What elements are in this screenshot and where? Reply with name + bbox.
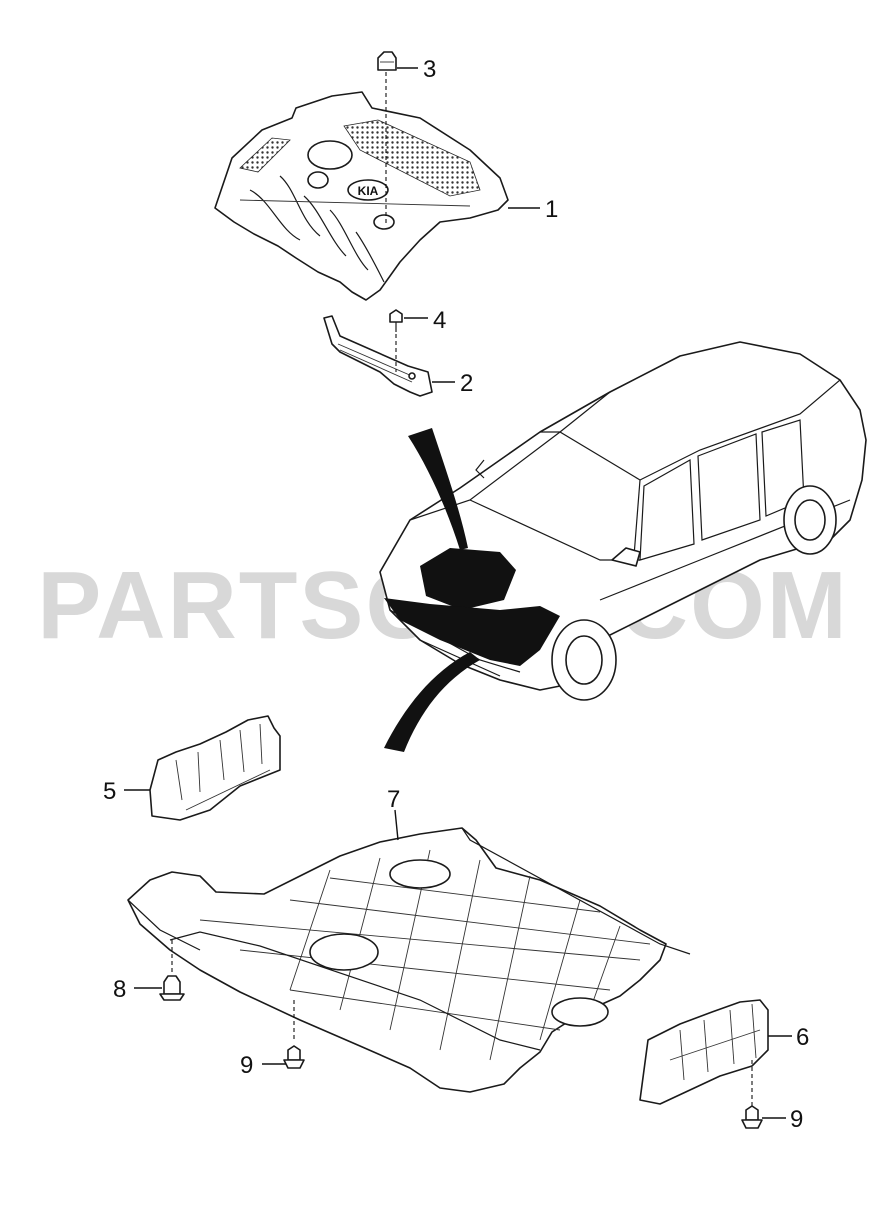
callout-1: 1 [545, 196, 558, 223]
callout-6: 6 [796, 1024, 809, 1051]
emblem-text: KIA [358, 184, 379, 198]
splash-shield-part-6[interactable] [639, 999, 792, 1108]
callout-2: 2 [460, 370, 473, 397]
callout-8: 8 [113, 976, 126, 1003]
splash-shield-part-5[interactable] [124, 715, 281, 821]
callout-5: 5 [103, 778, 116, 805]
callout-4: 4 [433, 307, 446, 334]
kia-emblem-icon [347, 179, 389, 201]
callout-9a: 9 [240, 1052, 253, 1079]
bolt-part-9b[interactable] [741, 1105, 786, 1129]
bolt-part-4[interactable] [389, 309, 428, 372]
bracket-part-2[interactable] [323, 315, 433, 397]
clip-part-8[interactable] [134, 975, 185, 1001]
cap-nut-part-3[interactable] [377, 51, 418, 225]
bolt-part-9a[interactable] [262, 1045, 305, 1069]
vehicle-illustration [379, 341, 867, 752]
callout-7: 7 [387, 786, 400, 813]
callout-3: 3 [423, 56, 436, 83]
callout-9b: 9 [790, 1106, 803, 1133]
under-cover-part-7[interactable] [127, 809, 691, 1093]
engine-cover-part-1[interactable]: KIA [214, 91, 509, 301]
